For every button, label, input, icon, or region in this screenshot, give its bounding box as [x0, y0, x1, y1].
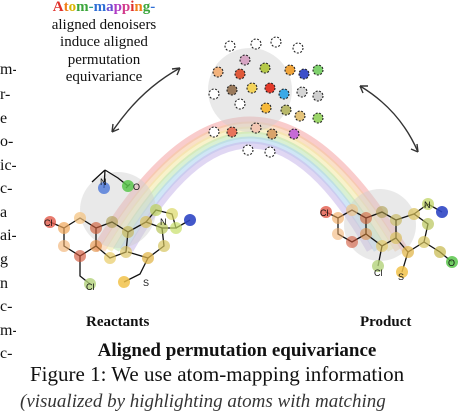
figure-caption: Figure 1: We use atom-mapping informatio… [30, 362, 405, 386]
left-fragment: a [0, 204, 8, 221]
product-cl-left: Cl [320, 208, 329, 218]
product-n: N [424, 200, 431, 210]
callout-line2: aligned denoisers [51, 16, 157, 33]
left-fragment: n [0, 275, 8, 292]
left-fragment: m- [0, 61, 16, 78]
word-letter: - [88, 0, 94, 15]
left-fragment: ai- [0, 227, 16, 244]
reactant-s: S [143, 278, 149, 288]
word-letter: n [134, 0, 143, 15]
reactant-element-labels: Cl Cl N O N S [44, 177, 167, 292]
reactant-o: O [133, 182, 140, 192]
word-letter: - [150, 0, 156, 15]
left-fragment: c- [0, 180, 13, 197]
word-letter: a [106, 0, 114, 15]
figure-title: Aligned permutation equivariance [97, 340, 377, 361]
left-fragment: r- [0, 86, 11, 103]
reactant-n2: N [160, 217, 167, 227]
reactant-cl-left: Cl [44, 218, 53, 228]
reactants-label: Reactants [86, 314, 150, 330]
left-fragment: e [0, 110, 8, 127]
right-arrow [359, 85, 419, 153]
rainbow-band-red [91, 116, 409, 252]
atom-mapping-word: Atom-mapping- [20, 0, 188, 17]
left-fragment: c- [0, 298, 13, 315]
left-fragment: ic- [0, 157, 16, 174]
product-o: O [448, 258, 455, 268]
reactant-cl-bottom: Cl [86, 282, 95, 292]
word-letter: o [68, 0, 77, 15]
rainbow-band-blue [119, 136, 381, 252]
word-letter: p [121, 0, 131, 15]
callout-line5: equivariance [65, 69, 143, 85]
callout-line3: induce aligned [60, 34, 148, 50]
word-letter: A [52, 0, 64, 15]
figure-graphic: Cl Cl N O N S [44, 36, 458, 292]
product-s: S [398, 272, 404, 282]
callout-line4: permutation [67, 51, 141, 68]
product-cl-bottom: Cl [374, 268, 383, 278]
rainbow-band-green [112, 131, 388, 252]
word-letter: p [113, 0, 122, 15]
word-letter: m [76, 0, 89, 15]
left-fragment: m- [0, 322, 16, 339]
reactant-atoms [44, 180, 196, 290]
left-fragment: c- [0, 345, 13, 362]
word-letter: m [93, 0, 107, 15]
callout-text: Atom-mapping- aligned denoisers induce a… [20, 0, 188, 87]
left-column-text: m- r- e o- ic- c- a ai- g n c- m- c- [0, 0, 16, 402]
rainbow-band-yellow [105, 126, 395, 252]
product-label: Product [360, 314, 412, 330]
word-letter: g [142, 0, 151, 15]
word-letter: t [63, 0, 69, 15]
reactant-n: N [100, 177, 107, 187]
product-element-labels: Cl Cl N O S [320, 200, 455, 282]
word-letter: i [130, 0, 135, 15]
product-atoms [320, 198, 458, 278]
left-fragment: g [0, 251, 8, 268]
atom-cloud [208, 36, 324, 158]
left-fragment: o- [0, 133, 14, 150]
reactant-halo [80, 172, 156, 248]
left-arrow [111, 67, 181, 133]
figure-caption-second-line: (visualized by highlighting atoms with m… [20, 391, 386, 412]
rainbow-band-orange [98, 121, 402, 252]
